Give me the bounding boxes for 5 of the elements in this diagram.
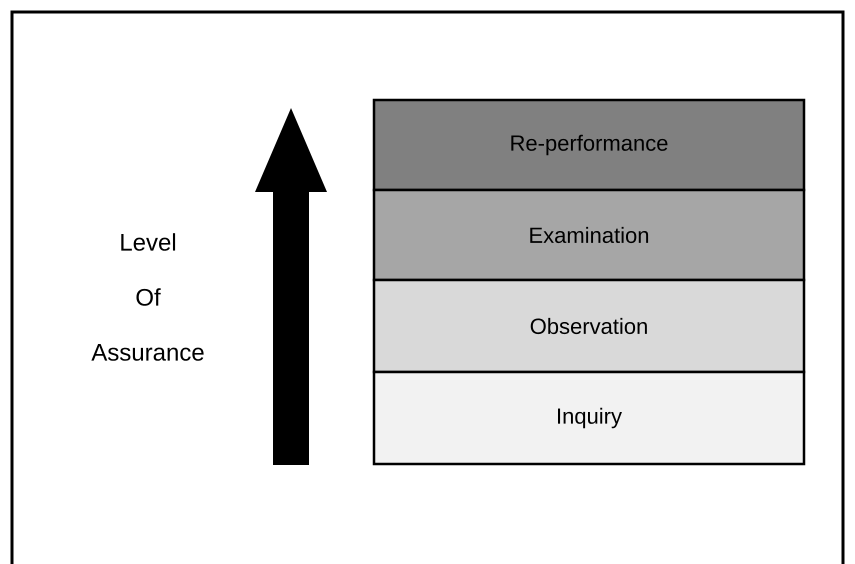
level-box: Inquiry — [372, 370, 806, 466]
level-box: Re-performance — [372, 98, 806, 192]
level-box: Examination — [372, 188, 806, 282]
level-box: Observation — [372, 278, 806, 374]
axis-label: Level Of Assurance — [91, 233, 204, 361]
